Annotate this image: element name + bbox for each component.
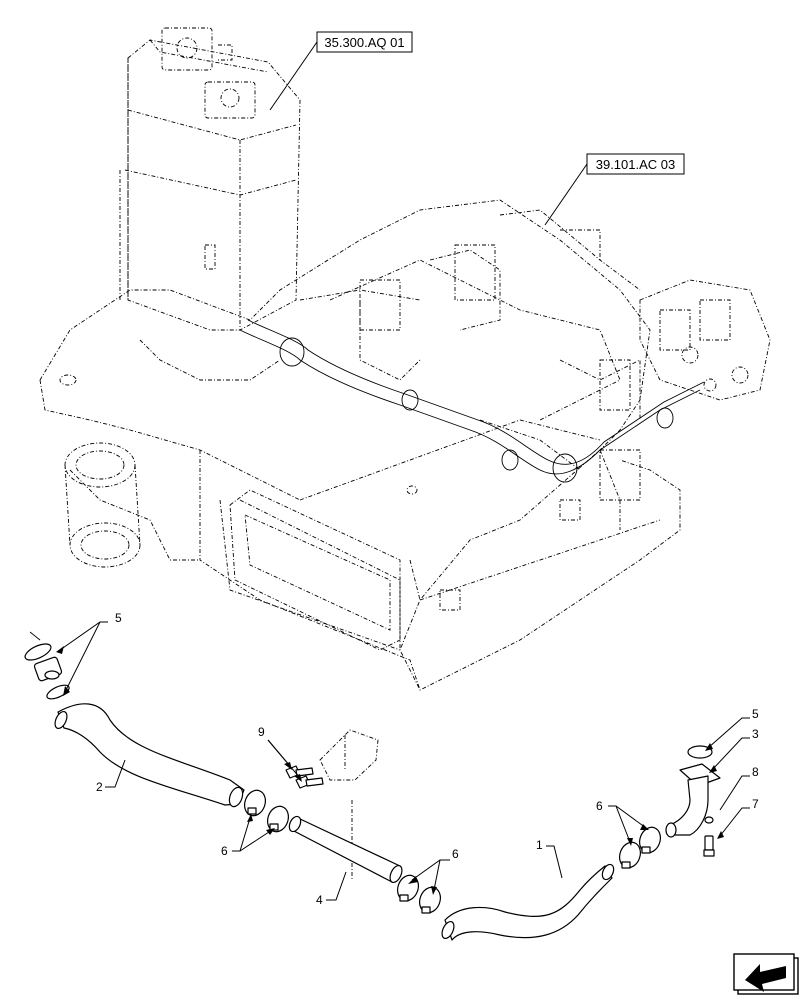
svg-text:9: 9 <box>258 725 265 739</box>
svg-text:6: 6 <box>596 799 603 813</box>
svg-text:7: 7 <box>752 797 759 811</box>
part-6-clamps-middle <box>397 874 441 914</box>
part-8-washer <box>704 816 714 824</box>
svg-text:6: 6 <box>221 844 228 858</box>
callout-5-left: 5 <box>56 611 122 696</box>
part-9-bolts <box>285 729 379 880</box>
svg-text:2: 2 <box>96 780 103 794</box>
svg-text:5: 5 <box>115 611 122 625</box>
svg-text:1: 1 <box>536 838 543 852</box>
callout-2: 2 <box>96 759 126 794</box>
svg-text:6: 6 <box>452 847 459 861</box>
part-1-hose <box>441 863 615 941</box>
control-valve <box>639 279 771 401</box>
svg-text:3: 3 <box>752 727 759 741</box>
hydraulic-tank <box>119 27 301 331</box>
part-6-clamps-left <box>244 789 289 833</box>
reference-label: 39.101.AC 03 <box>596 157 676 172</box>
part-5-right-oring <box>687 745 713 759</box>
part-4-hose <box>288 815 403 884</box>
part-2-hose <box>54 703 245 808</box>
svg-text:4: 4 <box>316 893 323 907</box>
svg-text:5: 5 <box>752 707 759 721</box>
callout-5-right: 5 <box>705 707 759 751</box>
installed-hose-routing <box>239 319 705 483</box>
part-6-clamps-right <box>619 826 661 869</box>
callout-1: 1 <box>536 838 563 879</box>
main-chassis <box>39 199 681 691</box>
reference-box-35300[interactable]: 35.300.AQ 01 <box>316 31 413 53</box>
callout-6-left: 6 <box>221 814 275 858</box>
callout-9: 9 <box>258 725 302 782</box>
callout-3: 3 <box>709 727 759 773</box>
callout-6-right: 6 <box>596 799 649 846</box>
svg-text:8: 8 <box>752 765 759 779</box>
part-5-left-orings <box>24 631 70 700</box>
part-7-bolt <box>703 835 715 857</box>
callout-7: 7 <box>717 797 759 839</box>
callout-6-middle: 6 <box>408 847 459 895</box>
machine-frame <box>39 27 771 691</box>
next-page-arrow-icon[interactable] <box>733 953 799 995</box>
part-3-elbow <box>665 763 721 838</box>
reference-box-39101[interactable]: 39.101.AC 03 <box>586 153 685 175</box>
callout-8: 8 <box>719 765 759 811</box>
reference-label: 35.300.AQ 01 <box>324 35 404 50</box>
callout-4: 4 <box>316 871 347 907</box>
